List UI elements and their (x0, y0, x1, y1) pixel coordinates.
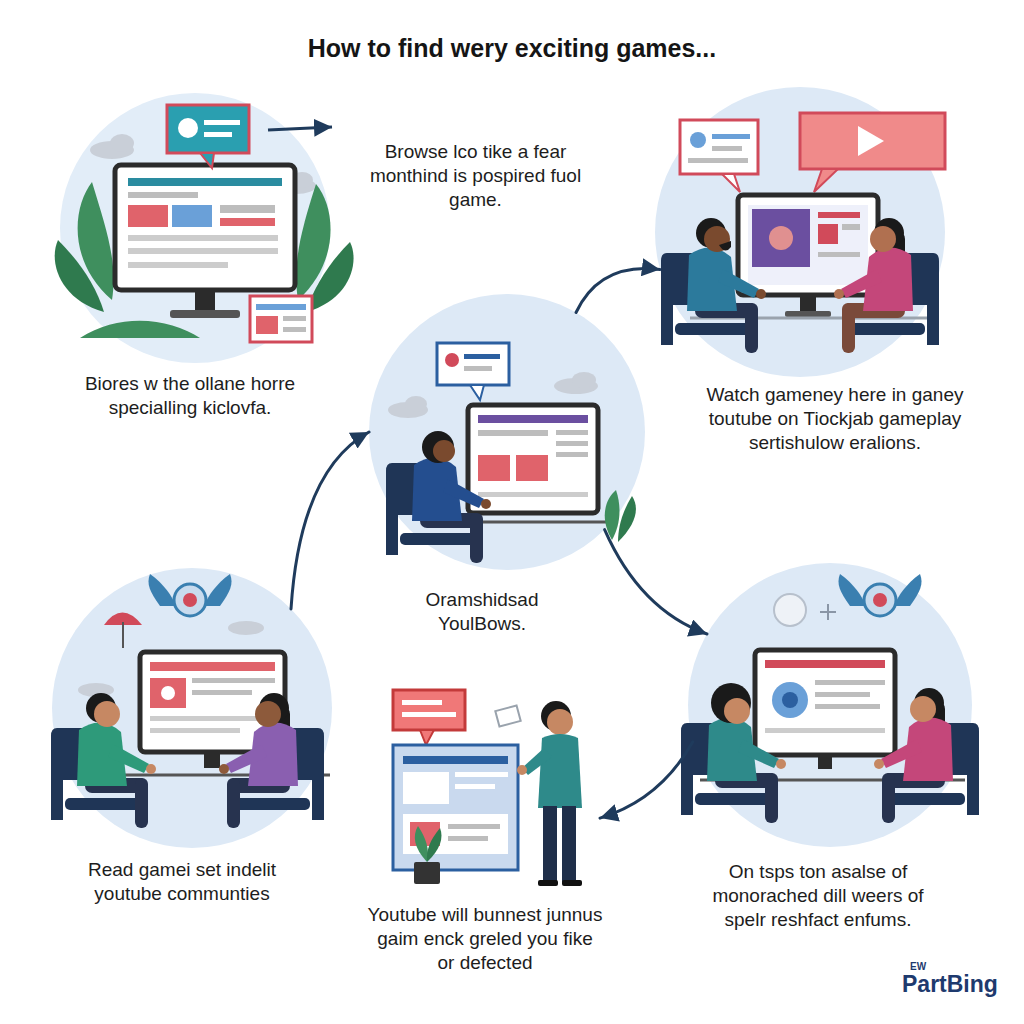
step-text: Browse lco tike a fear monthind is pospi… (368, 140, 583, 212)
step-caption: Read gamei set indelit youtube communtie… (66, 858, 298, 906)
caption-wrap: Oramshidsad YoulBows. (397, 588, 567, 636)
watch-scene (661, 113, 945, 353)
browse-panel: Biores w the ollane horre specialling ki… (60, 93, 330, 363)
logo-name-wrap: PartBing (902, 970, 1020, 998)
panel-circle-fill (52, 568, 332, 848)
caption-wrap: On tsps ton asalse of monorached dill we… (693, 860, 943, 932)
caption-wrap: Youtube will bunnest junnus gaim enck gr… (367, 903, 603, 975)
forum-panel: On tsps ton asalse of monorached dill we… (688, 563, 972, 847)
panel-circle-fill (60, 93, 330, 363)
center-panel: Oramshidsad YoulBows. (369, 294, 645, 570)
step-text-wrap: Browse lco tike a fear monthind is pospi… (368, 140, 583, 212)
panel-circle-fill (655, 87, 945, 377)
panel-circle (60, 93, 330, 363)
flow-arrow (576, 269, 660, 313)
panel-circle-fill (369, 294, 645, 570)
caption-wrap: Watch gameney here in ganey toutube on T… (696, 383, 974, 455)
read-panel: Read gamei set indelit youtube communtie… (52, 568, 332, 848)
watch-panel: Watch gameney here in ganey toutube on T… (655, 87, 945, 377)
flow-arrow (600, 742, 693, 818)
step-caption: On tsps ton asalse of monorached dill we… (693, 860, 943, 932)
caption-wrap: Read gamei set indelit youtube communtie… (66, 858, 298, 906)
flow-arrow (605, 530, 707, 634)
caption-wrap: Biores w the ollane horre specialling ki… (65, 372, 315, 420)
panel-circle (688, 563, 972, 847)
panel-circle (52, 568, 332, 848)
title: How to find wery exciting games... (0, 34, 1024, 63)
title-wrap: How to find wery exciting games... (0, 34, 1024, 63)
step-caption: Oramshidsad YoulBows. (397, 588, 567, 636)
flow-arrow (291, 432, 369, 609)
step-caption: Watch gameney here in ganey toutube on T… (696, 383, 974, 455)
panel-circle-fill (688, 563, 972, 847)
step-caption: Youtube will bunnest junnus gaim enck gr… (367, 903, 603, 975)
panel-circle (369, 294, 645, 570)
share-scene (393, 690, 582, 886)
share-panel: Youtube will bunnest junnus gaim enck gr… (390, 690, 600, 890)
step-caption: Biores w the ollane horre specialling ki… (65, 372, 315, 420)
panel-circle (655, 87, 945, 377)
logo-name: PartBing (902, 970, 1020, 998)
